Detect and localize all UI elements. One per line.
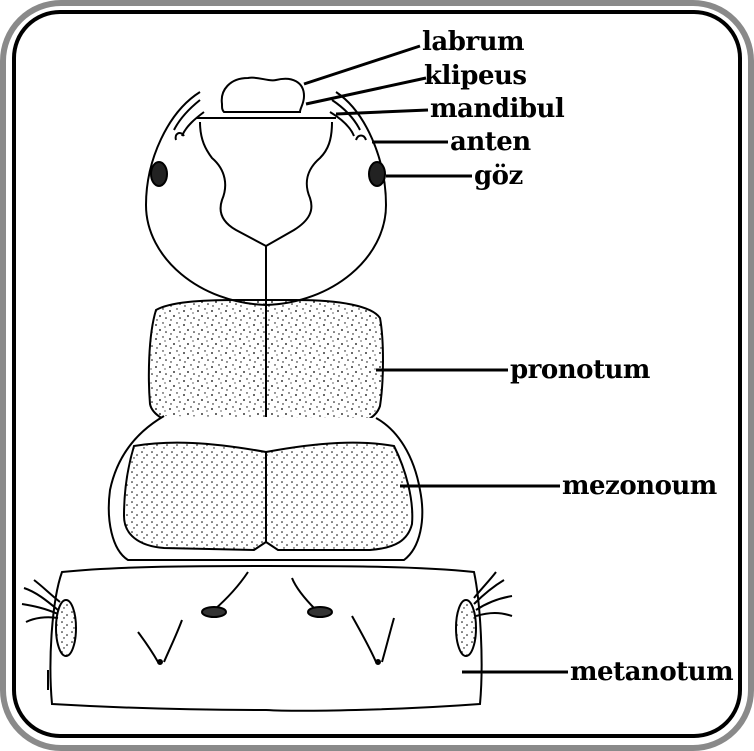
right-eye [369,162,385,186]
label-goz: göz [474,161,523,191]
label-mezonoum: mezonoum [562,471,717,501]
label-mandibul: mandibul [430,94,565,124]
label-metanotum: metanotum [570,657,733,687]
mesonotum-segment [109,416,422,560]
label-anten: anten [450,127,531,157]
label-klipeus: klipeus [424,61,527,91]
pronotum-segment [149,300,383,428]
head [146,78,386,305]
label-labrum: labrum [422,27,524,57]
label-pronotum: pronotum [510,355,650,385]
left-eye [151,162,167,186]
metanotum-segment [22,566,512,711]
